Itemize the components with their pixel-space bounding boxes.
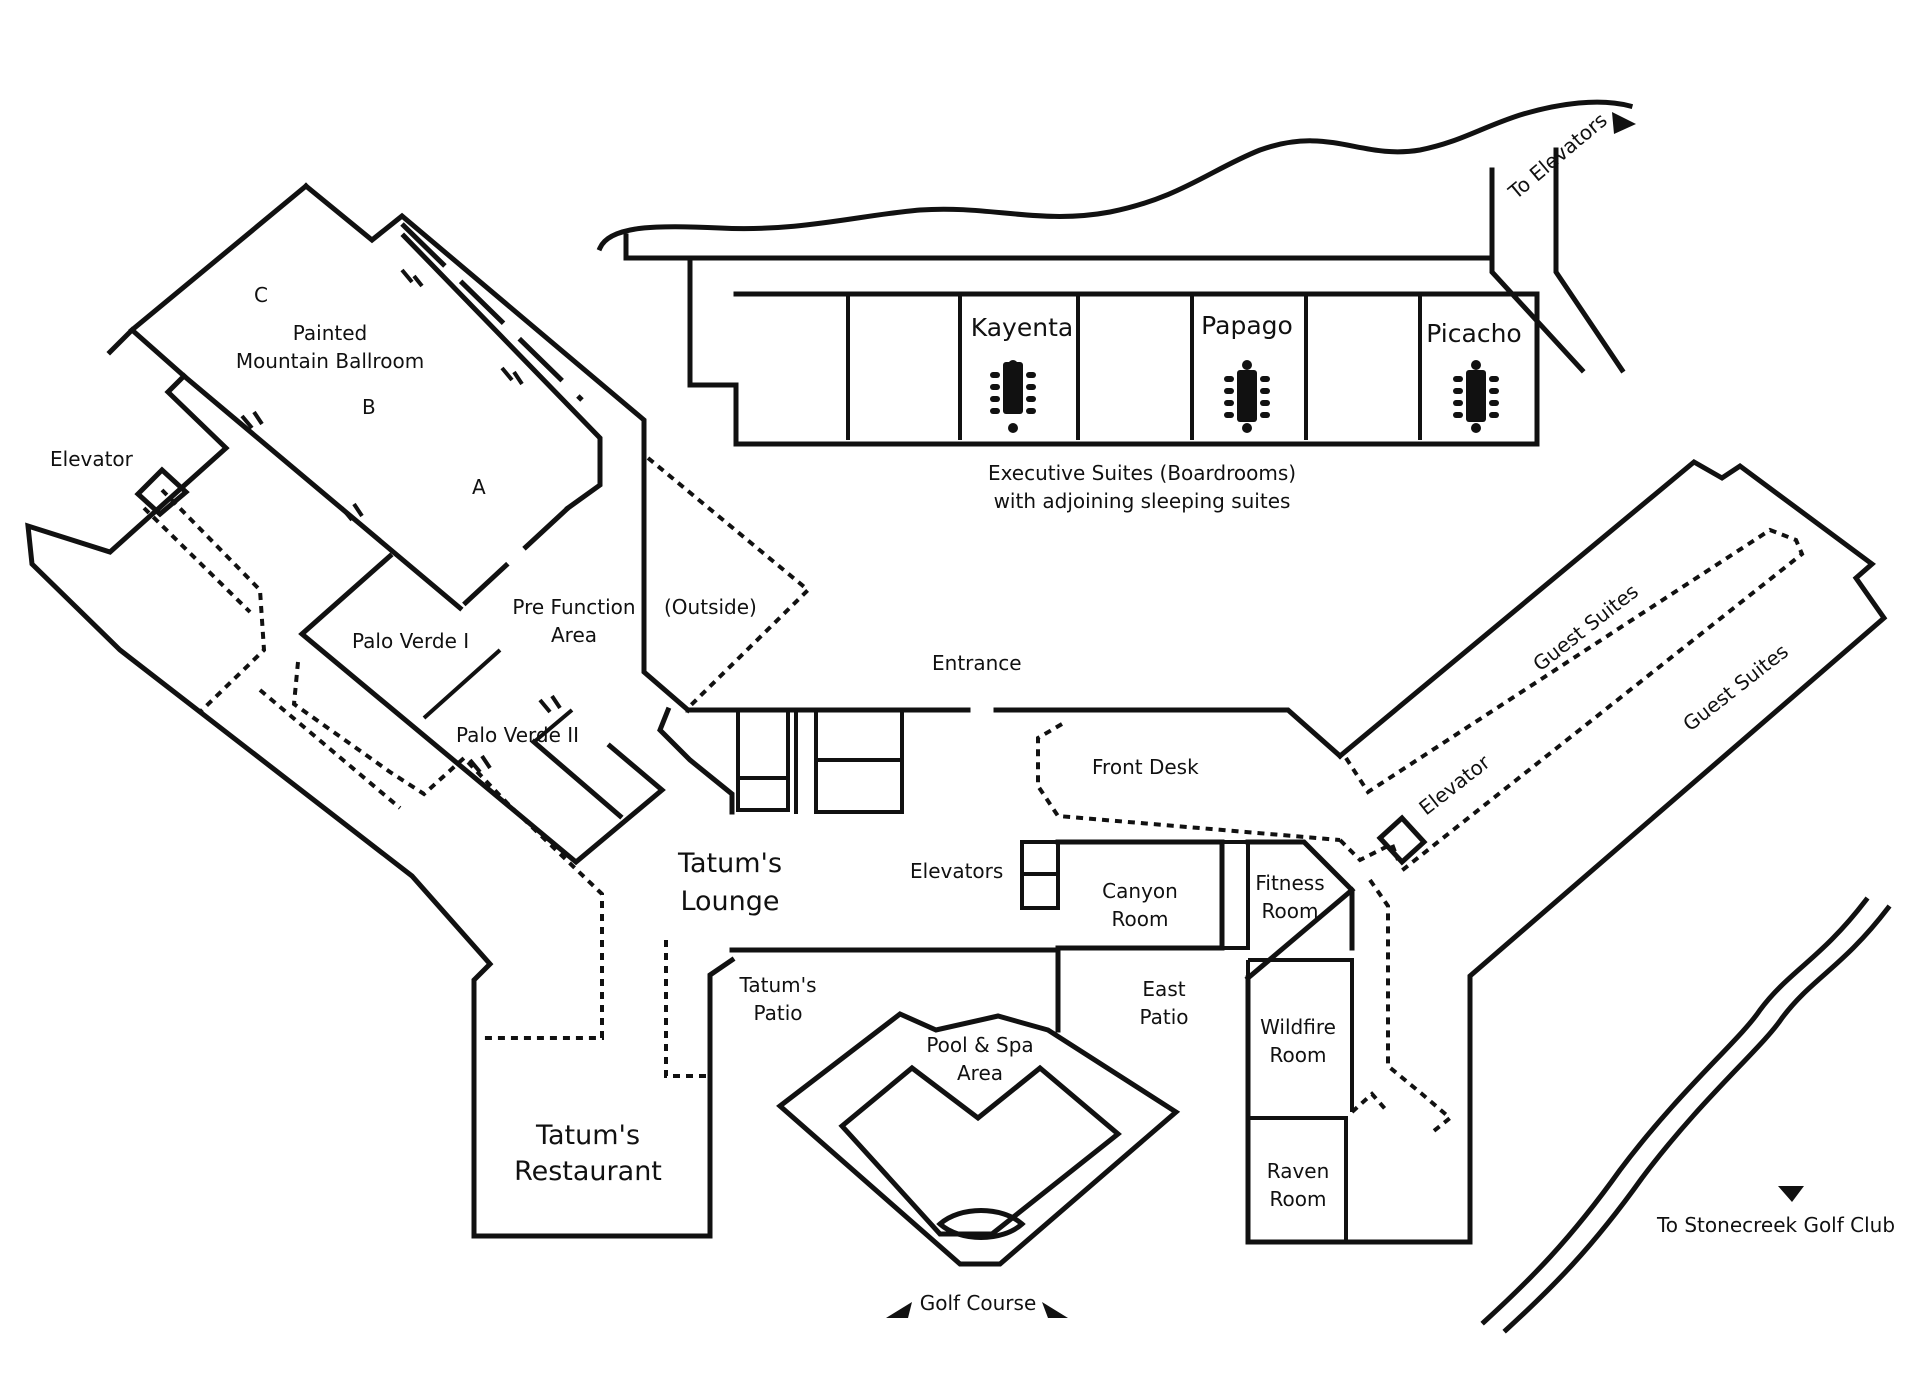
golf-course-arrow-left-icon: [886, 1302, 912, 1318]
guest-suites-label-1: Guest Suites: [1528, 579, 1643, 676]
pool-label-line2: Area: [957, 1061, 1003, 1085]
picacho-table: [1453, 360, 1499, 433]
restaurant-label-line2: Restaurant: [514, 1156, 662, 1187]
prefunction-label-line2: Area: [551, 623, 597, 647]
exec-suites-label-line1: Executive Suites (Boardrooms): [988, 461, 1296, 485]
papago-table: [1224, 360, 1270, 433]
stonecreek-arrow-icon: [1778, 1186, 1804, 1202]
elevator-east-label: Elevator: [1414, 750, 1495, 820]
palo-verde-1-label: Palo Verde I: [352, 629, 469, 653]
outside-label: (Outside): [664, 595, 757, 619]
guest-suites-label-2: Guest Suites: [1678, 639, 1793, 736]
ballroom-b-label: B: [362, 395, 376, 419]
east-wing: [1245, 458, 1892, 1334]
elevators-center-label: Elevators: [910, 859, 1003, 883]
ballroom-outline: [128, 182, 310, 380]
tatums-patio-label-line1: Tatum's: [738, 973, 816, 997]
front-desk-label: Front Desk: [1092, 755, 1199, 779]
raven-room-label-line2: Room: [1270, 1187, 1327, 1211]
prefunction-label-line1: Pre Function: [512, 595, 635, 619]
golf-course-arrow-right-icon: [1042, 1302, 1068, 1318]
west-wing: [25, 182, 736, 1239]
lounge-label-line2: Lounge: [680, 886, 779, 917]
papago-label: Papago: [1201, 311, 1293, 340]
exec-suites-label-line2: with adjoining sleeping suites: [994, 489, 1291, 513]
fitness-room-label-line1: Fitness: [1255, 871, 1324, 895]
palo-verde-2-label: Palo Verde II: [456, 723, 579, 747]
executive-wing: [596, 99, 1634, 447]
ballroom-label-line1: Painted: [293, 321, 368, 345]
to-elevators-arrow-icon: [1612, 112, 1636, 134]
elevator-west-label: Elevator: [50, 447, 134, 471]
wildfire-room-label-line1: Wildfire: [1260, 1015, 1336, 1039]
picacho-label: Picacho: [1426, 319, 1521, 348]
restaurant-label-line1: Tatum's: [535, 1120, 640, 1151]
kayenta-table: [990, 360, 1036, 433]
stonecreek-label: To Stonecreek Golf Club: [1656, 1213, 1895, 1237]
fitness-room-label-line2: Room: [1262, 899, 1319, 923]
ballroom-label-line2: Mountain Ballroom: [236, 349, 424, 373]
ballroom-c-label: C: [254, 283, 268, 307]
canyon-room-label-line1: Canyon: [1102, 879, 1178, 903]
entrance-label: Entrance: [932, 651, 1022, 675]
golf-course-label: Golf Course: [920, 1291, 1037, 1315]
raven-room-label-line1: Raven: [1267, 1159, 1330, 1183]
kayenta-label: Kayenta: [971, 313, 1073, 342]
ballroom-a-label: A: [472, 475, 486, 499]
lounge-label-line1: Tatum's: [677, 848, 782, 879]
pool-label-line1: Pool & Spa: [926, 1033, 1033, 1057]
canyon-room-label-line2: Room: [1112, 907, 1169, 931]
central-lobby: [646, 456, 1356, 1267]
pool-outline: [729, 947, 1061, 1033]
east-patio-label-line2: Patio: [1139, 1005, 1188, 1029]
east-patio-label-line1: East: [1142, 977, 1185, 1001]
landscape-boundary: [596, 99, 1634, 252]
wildfire-room-label-line2: Room: [1270, 1043, 1327, 1067]
tatums-patio-label-line2: Patio: [753, 1001, 802, 1025]
